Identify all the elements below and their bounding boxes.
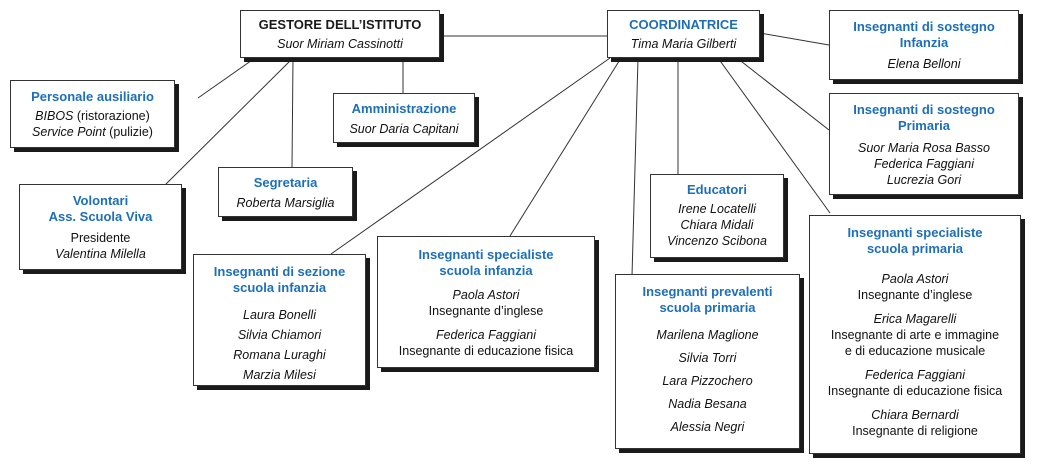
segretaria-title: Segretaria [253, 175, 318, 190]
coordinatrice-name: Tima Maria Gilberti [630, 37, 737, 51]
educatori-title: Educatori [687, 182, 747, 197]
sezione-infanzia-title-1: Insegnanti di sezione [213, 264, 346, 279]
personale-l1-role: (ristorazione) [73, 109, 150, 123]
prevalenti-primaria-box: Insegnanti prevalenti scuola primaria Ma… [615, 274, 800, 449]
segretaria-box: Segretaria Roberta Marsiglia [218, 167, 353, 217]
specialiste-infanzia-p1-role: Insegnante d’inglese [428, 304, 544, 318]
sostegno-infanzia-title-2: Infanzia [899, 35, 949, 50]
connector-coordinatrice-sezione-infanzia [330, 57, 611, 255]
volontari-box: Volontari Ass. Scuola Viva Presidente Va… [19, 184, 182, 270]
educatori-name: Chiara Midali [680, 218, 754, 232]
connector-coordinatrice-sostegno-primaria [736, 57, 830, 131]
volontari-role: Presidente [70, 231, 131, 245]
educatori-name: Vincenzo Scibona [667, 234, 767, 248]
connector-coordinatrice-prevalenti [631, 57, 639, 277]
sostegno-primaria-name: Federica Faggiani [873, 157, 975, 171]
specialiste-infanzia-title-2: scuola infanzia [439, 263, 533, 278]
specialiste-infanzia-p2-role: Insegnante di educazione fisica [398, 344, 574, 358]
educatori-name: Irene Locatelli [678, 202, 756, 216]
specialiste-primaria-p4-role: Insegnante di religione [852, 424, 978, 438]
segretaria-name: Roberta Marsiglia [236, 196, 335, 210]
sostegno-primaria-box: Insegnanti di sostegno Primaria Suor Mar… [829, 93, 1019, 195]
amministrazione-name: Suor Daria Capitani [349, 122, 459, 136]
specialiste-primaria-p3-role: Insegnante di educazione fisica [827, 384, 1003, 398]
coordinatrice-box: COORDINATRICE Tima Maria Gilberti [607, 10, 760, 58]
sostegno-primaria-title-1: Insegnanti di sostegno [853, 102, 995, 117]
specialiste-infanzia-box: Insegnanti specialiste scuola infanzia P… [377, 236, 595, 368]
specialiste-infanzia-p1-name: Paola Astori [452, 288, 520, 302]
personale-title: Personale ausiliario [31, 89, 154, 104]
gestore-name: Suor Miriam Cassinotti [277, 37, 403, 51]
prevalenti-primaria-title-1: Insegnanti prevalenti [642, 284, 773, 299]
volontari-title-2: Ass. Scuola Viva [48, 209, 153, 224]
sezione-infanzia-name: Silvia Chiamori [237, 328, 322, 342]
personale-l2-role: (pulizie) [105, 125, 153, 139]
prevalenti-primaria-name: Lara Pizzochero [662, 374, 753, 388]
gestore-box: GESTORE DELL’ISTITUTO Suor Miriam Cassin… [240, 10, 440, 58]
connector-coordinatrice-specialiste-infanzia [509, 57, 622, 237]
prevalenti-primaria-name: Nadia Besana [668, 397, 747, 411]
personale-box: Personale ausiliario BIBOS (ristorazione… [10, 80, 175, 148]
personale-l2-name: Service Point [32, 125, 106, 139]
personale-l1-name: BIBOS [35, 109, 74, 123]
sostegno-infanzia-name: Elena Belloni [887, 57, 961, 71]
sostegno-primaria-name: Lucrezia Gori [886, 173, 962, 187]
gestore-title: GESTORE DELL’ISTITUTO [258, 17, 422, 32]
connector-coordinatrice-specialiste-primaria [717, 57, 831, 214]
specialiste-primaria-p1-role: Insegnante d’inglese [857, 288, 973, 302]
amministrazione-box: Amministrazione Suor Daria Capitani [333, 93, 475, 143]
prevalenti-primaria-name: Silvia Torri [678, 351, 737, 365]
amministrazione-title: Amministrazione [351, 101, 457, 116]
specialiste-primaria-title-2: scuola primaria [866, 241, 964, 256]
sostegno-infanzia-box: Insegnanti di sostegno Infanzia Elena Be… [829, 10, 1019, 80]
prevalenti-primaria-name: Marilena Maglione [656, 328, 759, 342]
connector-gestore-personale [197, 57, 256, 99]
specialiste-primaria-p2-role-2: e di educazione musicale [844, 344, 986, 358]
personale-line-1: BIBOS (ristorazione) [11, 108, 174, 124]
coordinatrice-title: COORDINATRICE [629, 17, 738, 32]
sostegno-primaria-name: Suor Maria Rosa Basso [857, 141, 990, 155]
educatori-box: Educatori Irene Locatelli Chiara Midali … [650, 174, 784, 258]
sezione-infanzia-title-2: scuola infanzia [232, 280, 327, 295]
prevalenti-primaria-title-2: scuola primaria [659, 300, 756, 315]
connector-gestore-volontari [162, 57, 294, 188]
specialiste-primaria-p3-name: Federica Faggiani [864, 368, 966, 382]
connector-gestore-segretaria [291, 57, 294, 169]
sezione-infanzia-box: Insegnanti di sezione scuola infanzia La… [193, 254, 366, 386]
specialiste-primaria-p2-role-1: Insegnante di arte e immagine [830, 328, 1000, 342]
personale-line-2: Service Point (pulizie) [11, 124, 174, 140]
volontari-name: Valentina Milella [55, 247, 146, 261]
specialiste-primaria-p2-name: Erica Magarelli [873, 312, 957, 326]
sezione-infanzia-name: Romana Luraghi [233, 348, 326, 362]
specialiste-primaria-title-1: Insegnanti specialiste [847, 225, 983, 240]
sostegno-primaria-title-2: Primaria [897, 118, 951, 133]
specialiste-primaria-p4-name: Chiara Bernardi [871, 408, 959, 422]
sostegno-infanzia-title-1: Insegnanti di sostegno [853, 19, 995, 34]
connector-coordinatrice-sostegno-infanzia [759, 32, 830, 46]
sezione-infanzia-name: Laura Bonelli [243, 308, 316, 322]
specialiste-primaria-box: Insegnanti specialiste scuola primaria P… [809, 215, 1021, 454]
specialiste-primaria-p1-name: Paola Astori [881, 272, 949, 286]
volontari-title-1: Volontari [72, 193, 129, 208]
specialiste-infanzia-title-1: Insegnanti specialiste [418, 247, 554, 262]
prevalenti-primaria-name: Alessia Negri [670, 420, 745, 434]
sezione-infanzia-name: Marzia Milesi [243, 368, 316, 382]
specialiste-infanzia-p2-name: Federica Faggiani [435, 328, 537, 342]
